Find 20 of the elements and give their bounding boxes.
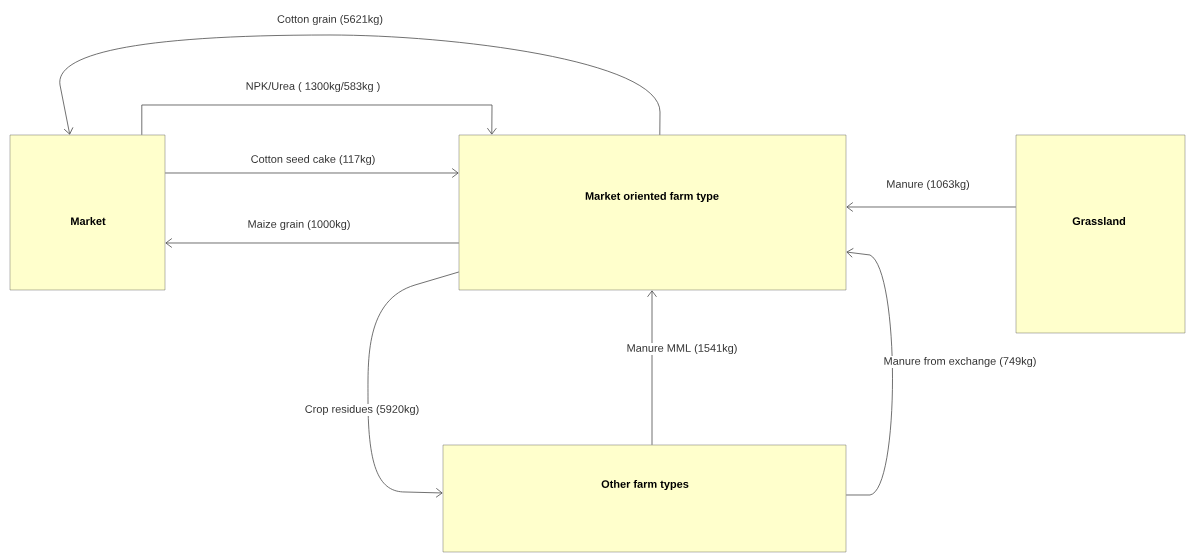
arrow bbox=[845, 248, 893, 496]
edge-label: NPK/Urea ( 1300kg/583kg ) bbox=[244, 80, 382, 94]
edge-label: Cotton grain (5621kg) bbox=[276, 13, 384, 27]
arrow bbox=[59, 34, 661, 136]
arrow bbox=[165, 238, 460, 248]
edge-label: Manure from exchange (749kg) bbox=[882, 355, 1038, 369]
farm-box: Other farm types bbox=[442, 444, 847, 553]
farm-box: Market bbox=[9, 134, 166, 291]
farm-box: Grassland bbox=[1015, 134, 1186, 334]
edge-label: Maize grain (1000kg) bbox=[246, 218, 352, 232]
arrow bbox=[846, 202, 1017, 212]
edge-label: Crop residues (5920kg) bbox=[303, 403, 421, 417]
arrow bbox=[164, 168, 459, 178]
edge-label: Cotton seed cake (117kg) bbox=[249, 153, 377, 167]
arrow bbox=[141, 104, 497, 136]
farm-box: Market oriented farm type bbox=[458, 134, 847, 291]
edge-label: Manure (1063kg) bbox=[885, 178, 971, 192]
arrow bbox=[647, 290, 657, 446]
edge-label: Manure MML (1541kg) bbox=[625, 342, 739, 356]
arrow bbox=[367, 271, 460, 498]
